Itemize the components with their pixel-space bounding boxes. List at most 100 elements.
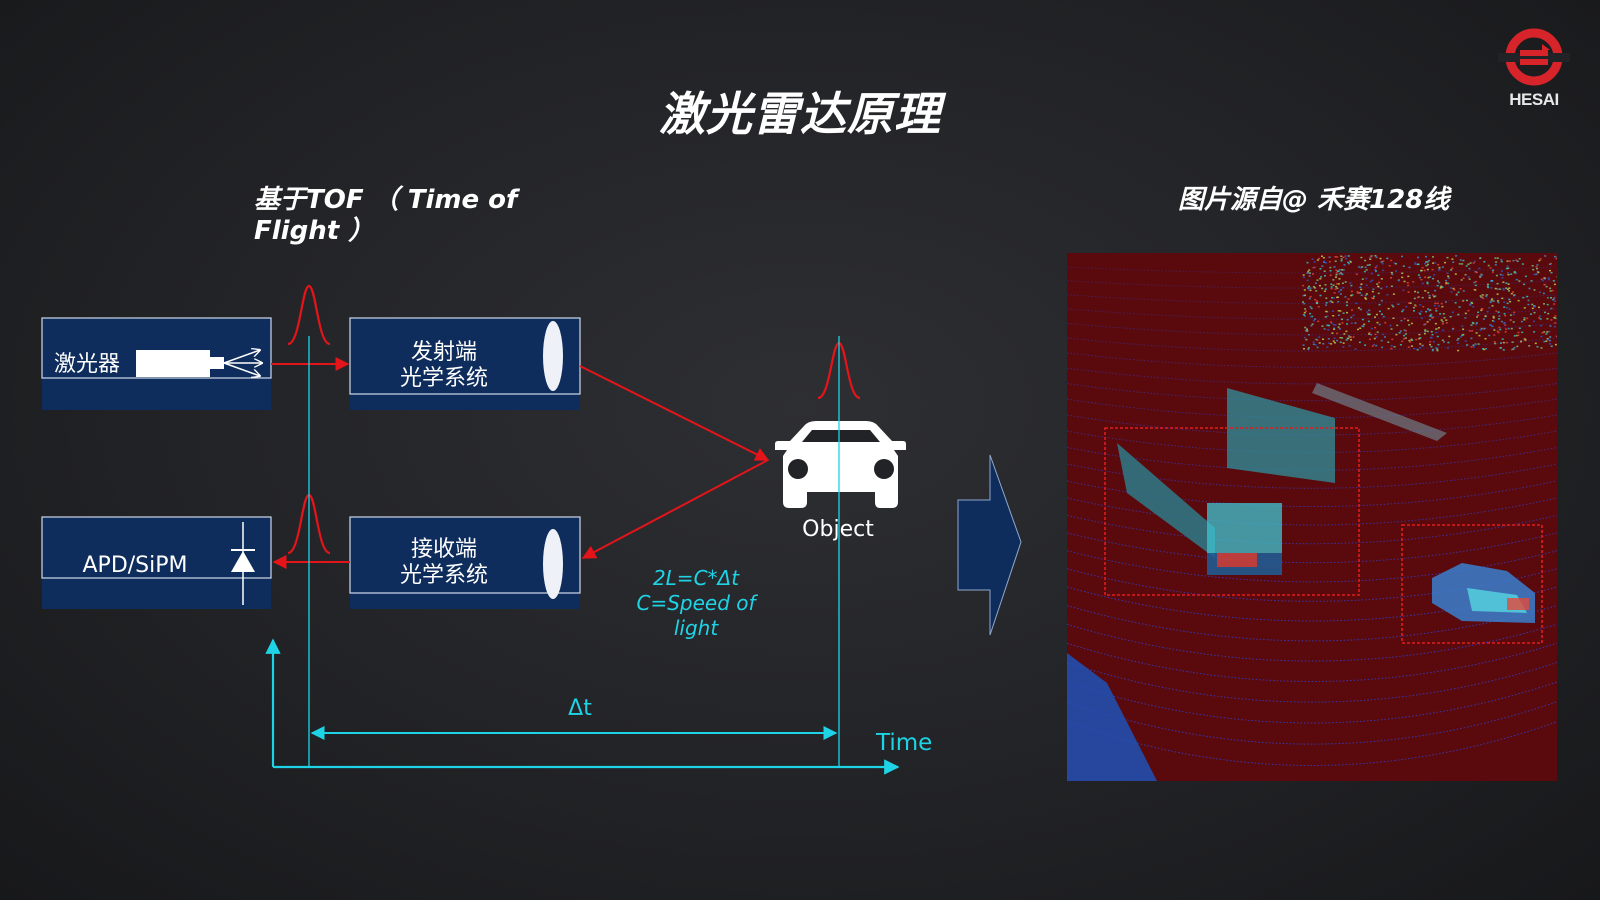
- speckle-point: [1306, 279, 1309, 282]
- speckle-point: [1474, 343, 1477, 345]
- speckle-point: [1467, 276, 1470, 278]
- speckle-point: [1309, 272, 1311, 274]
- speckle-point: [1452, 261, 1455, 263]
- speckle-point: [1357, 307, 1360, 309]
- speckle-point: [1415, 338, 1418, 341]
- speckle-point: [1375, 344, 1378, 347]
- car-icon: [775, 421, 906, 508]
- speckle-point: [1325, 297, 1328, 299]
- speckle-point: [1333, 342, 1336, 344]
- speckle-point: [1354, 348, 1357, 350]
- speckle-point: [1483, 348, 1486, 351]
- speckle-point: [1535, 273, 1538, 275]
- speckle-point: [1401, 310, 1404, 313]
- speckle-point: [1500, 320, 1503, 323]
- speckle-point: [1363, 270, 1366, 273]
- speckle-point: [1470, 346, 1473, 348]
- speckle-point: [1441, 339, 1444, 341]
- speckle-point: [1374, 333, 1377, 336]
- speckle-point: [1343, 264, 1346, 266]
- speckle-point: [1549, 269, 1551, 272]
- truck-bounding-box: [1104, 427, 1360, 596]
- speckle-point: [1472, 306, 1475, 308]
- speckle-point: [1330, 322, 1333, 324]
- speckle-point: [1447, 341, 1450, 344]
- speckle-point: [1308, 269, 1311, 271]
- speckle-point: [1506, 288, 1509, 290]
- speckle-point: [1396, 324, 1399, 327]
- speckle-point: [1373, 337, 1376, 340]
- speckle-point: [1402, 289, 1405, 292]
- speckle-point: [1336, 283, 1339, 285]
- speckle-point: [1429, 315, 1432, 317]
- speckle-point: [1348, 335, 1350, 337]
- speckle-point: [1507, 327, 1510, 330]
- speckle-point: [1500, 260, 1503, 263]
- speckle-point: [1421, 266, 1424, 269]
- speckle-point: [1356, 291, 1359, 293]
- speckle-point: [1513, 294, 1515, 297]
- speckle-point: [1335, 269, 1338, 271]
- speckle-point: [1375, 270, 1377, 272]
- speckle-point: [1329, 266, 1332, 269]
- speckle-point: [1337, 301, 1340, 303]
- speckle-point: [1335, 285, 1338, 288]
- speckle-point: [1408, 266, 1411, 269]
- distance-formula: 2L=C*Δt C=Speed of light: [636, 566, 756, 640]
- speckle-point: [1365, 293, 1368, 295]
- speckle-point: [1437, 305, 1440, 307]
- speckle-point: [1553, 303, 1556, 305]
- speckle-point: [1445, 322, 1448, 324]
- speckle-point: [1354, 322, 1357, 324]
- speckle-point: [1382, 269, 1385, 272]
- speckle-point: [1304, 308, 1307, 310]
- speckle-point: [1318, 257, 1321, 260]
- speckle-point: [1358, 292, 1361, 294]
- speckle-point: [1482, 297, 1485, 299]
- speckle-point: [1416, 349, 1419, 351]
- speckle-point: [1334, 260, 1337, 262]
- speckle-point: [1523, 283, 1526, 286]
- speckle-point: [1407, 275, 1410, 278]
- speckle-point: [1314, 344, 1317, 346]
- speckle-point: [1343, 333, 1346, 335]
- speckle-point: [1361, 325, 1364, 327]
- speckle-point: [1452, 287, 1455, 290]
- speckle-point: [1504, 324, 1507, 326]
- speckle-point: [1493, 320, 1496, 323]
- speckle-point: [1328, 342, 1331, 344]
- speckle-point: [1376, 331, 1379, 333]
- speckle-point: [1350, 322, 1353, 324]
- speckle-point: [1364, 294, 1367, 297]
- speckle-point: [1308, 285, 1311, 288]
- speckle-point: [1377, 285, 1380, 288]
- speckle-point: [1502, 289, 1505, 291]
- speckle-point: [1335, 276, 1337, 278]
- speckle-point: [1536, 346, 1539, 348]
- speckle-point: [1466, 344, 1469, 346]
- speckle-point: [1365, 298, 1368, 300]
- speckle-point: [1497, 301, 1500, 304]
- speckle-point: [1421, 296, 1424, 299]
- speckle-point: [1378, 303, 1381, 306]
- speckle-point: [1479, 257, 1482, 259]
- speckle-point: [1452, 328, 1454, 330]
- time-axis-label: Time: [876, 730, 933, 756]
- speckle-point: [1478, 267, 1481, 270]
- speckle-point: [1436, 349, 1439, 352]
- speckle-point: [1461, 334, 1464, 337]
- speckle-point: [1536, 270, 1539, 273]
- speckle-point: [1364, 344, 1367, 346]
- speckle-point: [1418, 337, 1421, 340]
- speckle-point: [1429, 343, 1431, 346]
- speckle-point: [1472, 262, 1475, 264]
- speckle-point: [1438, 269, 1441, 271]
- speckle-point: [1307, 270, 1310, 273]
- speckle-point: [1484, 315, 1487, 317]
- speckle-point: [1375, 313, 1378, 316]
- speckle-point: [1381, 262, 1384, 265]
- speckle-point: [1462, 333, 1465, 336]
- speckle-point: [1317, 320, 1320, 323]
- speckle-point: [1528, 287, 1531, 290]
- speckle-point: [1380, 299, 1383, 302]
